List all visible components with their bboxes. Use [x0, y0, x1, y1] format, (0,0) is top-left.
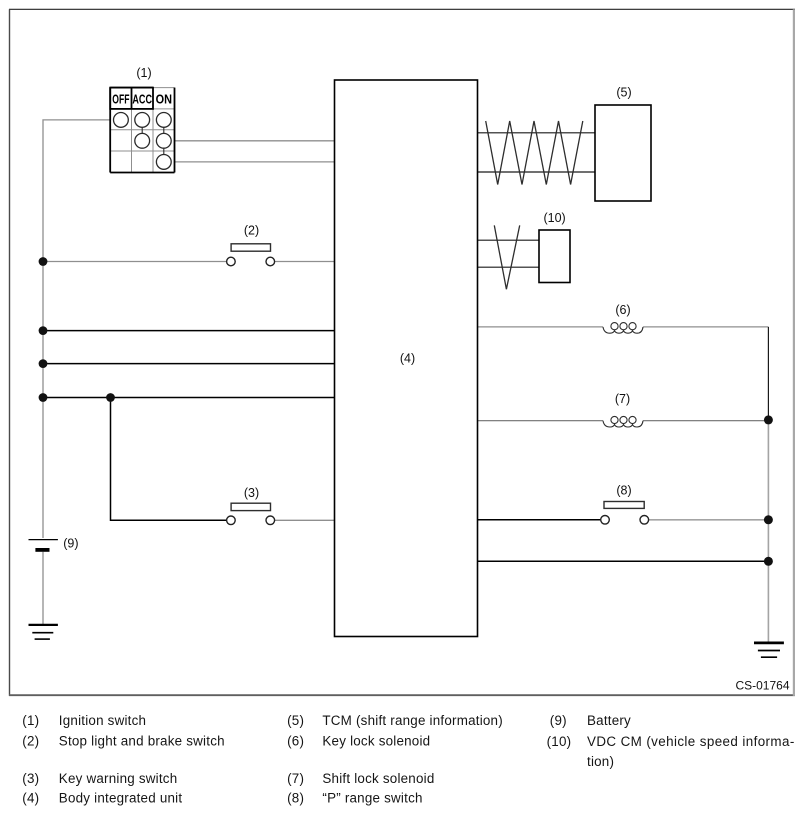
svg-text:CS-01764: CS-01764 — [735, 679, 789, 693]
svg-text:(2): (2) — [244, 224, 259, 238]
svg-text:(6): (6) — [615, 303, 630, 317]
svg-text:(4): (4) — [400, 352, 415, 366]
svg-text:(3): (3) — [244, 486, 259, 500]
svg-text:(10): (10) — [543, 211, 565, 225]
svg-text:(9): (9) — [550, 713, 567, 728]
svg-text:Battery: Battery — [587, 713, 631, 728]
svg-text:(5): (5) — [616, 86, 631, 100]
svg-text:(9): (9) — [63, 537, 78, 551]
svg-text:ON: ON — [156, 93, 172, 107]
svg-text:(10): (10) — [547, 734, 572, 749]
svg-text:Shift lock solenoid: Shift lock solenoid — [322, 771, 434, 786]
svg-text:(7): (7) — [287, 771, 304, 786]
svg-text:Stop light and brake switch: Stop light and brake switch — [59, 733, 225, 748]
svg-text:tion): tion) — [587, 754, 614, 769]
svg-text:(1): (1) — [136, 66, 151, 80]
svg-text:(6): (6) — [287, 733, 304, 748]
svg-text:“P” range switch: “P” range switch — [322, 790, 422, 805]
svg-text:Key warning switch: Key warning switch — [59, 771, 178, 786]
svg-text:(1): (1) — [22, 713, 39, 728]
svg-text:ACC: ACC — [132, 93, 152, 107]
svg-text:VDC CM (vehicle speed informa-: VDC CM (vehicle speed informa- — [587, 734, 795, 749]
svg-text:TCM (shift range information): TCM (shift range information) — [322, 713, 503, 728]
svg-text:(7): (7) — [615, 392, 630, 406]
svg-text:Ignition switch: Ignition switch — [59, 713, 146, 728]
svg-text:(4): (4) — [22, 790, 39, 805]
svg-text:(8): (8) — [616, 484, 631, 498]
svg-text:(5): (5) — [287, 713, 304, 728]
svg-text:(3): (3) — [22, 771, 39, 786]
svg-text:OFF: OFF — [112, 93, 129, 107]
svg-text:Key lock solenoid: Key lock solenoid — [322, 733, 430, 748]
svg-text:(2): (2) — [22, 733, 39, 748]
svg-text:Body integrated unit: Body integrated unit — [59, 790, 183, 805]
svg-text:(8): (8) — [287, 790, 304, 805]
